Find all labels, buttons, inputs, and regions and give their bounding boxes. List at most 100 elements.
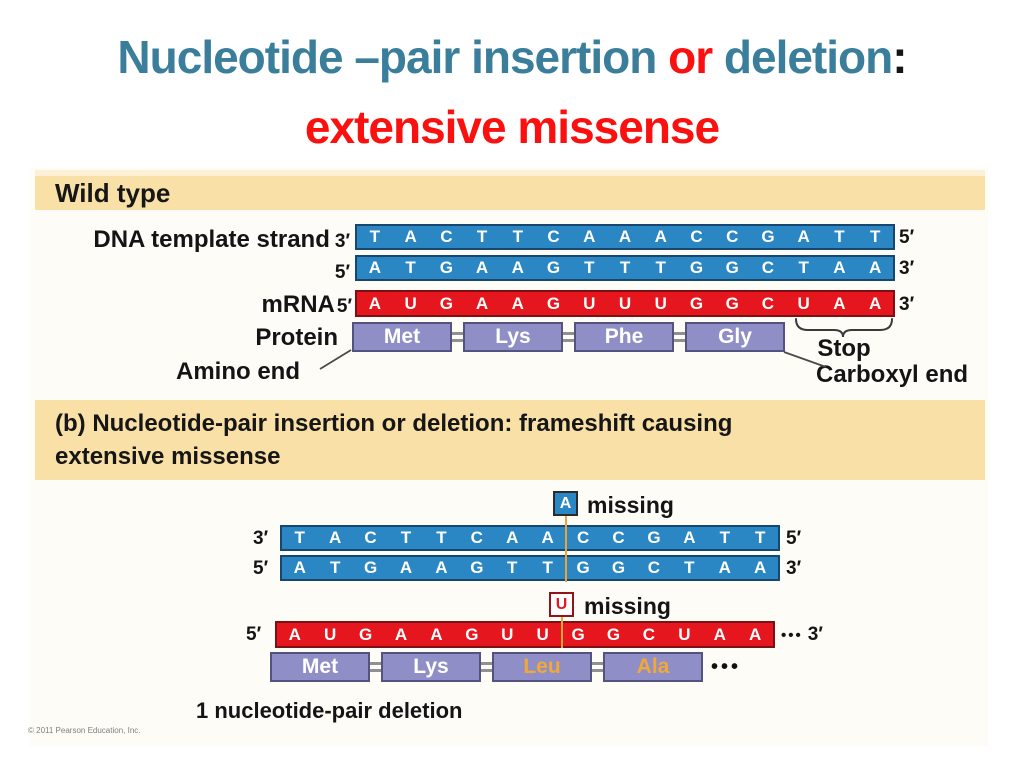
amino-acid-gly: Gly xyxy=(685,322,785,352)
mrna-left-end-label: 5′ xyxy=(336,296,352,317)
nucleotide-letter: A xyxy=(833,258,846,277)
nucleotide-letter: A xyxy=(833,293,846,313)
nucleotide-letter: U xyxy=(404,293,417,313)
amino-acid-met: Met xyxy=(352,322,452,352)
nucleotide-letter: G xyxy=(725,293,739,313)
strand1-left-end-label: 3′ xyxy=(334,231,350,252)
nucleotide-letter: T xyxy=(798,258,809,277)
title-segment: Nucleotide –pair insertion xyxy=(117,31,669,83)
amino-acid-lys: Lys xyxy=(463,322,563,352)
nucleotide-letter: G xyxy=(725,258,739,277)
nucleotide-letter: G xyxy=(606,624,621,644)
nucleotide-letter: A xyxy=(475,258,489,277)
amino-acid-ala: Ala xyxy=(603,652,703,682)
amino-acid-phe: Phe xyxy=(574,322,674,352)
nucleotide-letter: T xyxy=(655,258,666,277)
b-mrna-right-end-label: 3′ xyxy=(807,624,823,645)
deletion-caption: 1 nucleotide-pair deletion xyxy=(196,698,463,723)
strand2-right-end-label: 3′ xyxy=(899,258,915,279)
nucleotide-letter: G xyxy=(689,258,704,277)
nucleotide-letter: G xyxy=(358,624,373,644)
nucleotide-letter: A xyxy=(713,624,726,644)
nucleotide-letter: T xyxy=(405,258,416,277)
strand1-right-end-label: 5′ xyxy=(899,227,915,248)
nucleotide-letter: A xyxy=(869,293,882,313)
nucleotide-letter: C xyxy=(576,528,590,547)
nucleotide-letter: G xyxy=(439,293,453,313)
nucleotide-letter: A xyxy=(654,227,667,246)
nucleotide-letter: A xyxy=(394,624,408,644)
nucleotide-letter: T xyxy=(719,528,730,547)
nucleotide-letter: T xyxy=(619,258,631,277)
nucleotide-letter: A xyxy=(475,293,489,313)
wildtype-protein-chain: Met Lys Phe Gly xyxy=(352,322,785,352)
nucleotide-letter: A xyxy=(754,558,767,577)
nucleotide-letter: G xyxy=(611,558,626,577)
nucleotide-letter: T xyxy=(400,528,412,547)
peptide-bond-connector xyxy=(563,332,574,342)
nucleotide-letter: C xyxy=(440,227,453,246)
nucleotide-letter: G xyxy=(689,293,704,313)
stop-codon-label: Stop xyxy=(817,335,871,362)
nucleotide-letter: G xyxy=(470,558,484,577)
peptide-bond-connector xyxy=(452,332,463,342)
nucleotide-letter: T xyxy=(755,528,766,547)
b-strand1-right-end-label: 5′ xyxy=(786,528,802,549)
nucleotide-letter: G xyxy=(465,624,479,644)
nucleotide-letter: A xyxy=(368,293,381,313)
nucleotide-letter: C xyxy=(547,227,560,246)
nucleotide-letter: C xyxy=(364,528,377,547)
amino-acid-met: Met xyxy=(270,652,370,682)
nucleotide-letter: C xyxy=(761,258,775,277)
missing-a-label: missing xyxy=(587,492,674,518)
nucleotide-letter: A xyxy=(718,558,731,577)
nucleotide-letter: A xyxy=(797,227,810,246)
nucleotide-letter: C xyxy=(690,227,703,246)
dna-template-strand-text: DNA template strand xyxy=(93,226,330,253)
strand2-left-end-label: 5′ xyxy=(334,262,350,283)
nucleotide-letter: G xyxy=(546,293,561,313)
nucleotide-letter: C xyxy=(470,528,483,547)
nucleotide-letter: U xyxy=(323,624,337,644)
nucleotide-letter: G xyxy=(363,558,378,577)
nucleotide-letter: U xyxy=(797,293,810,313)
nucleotide-letter: T xyxy=(834,227,845,246)
nucleotide-letter: C xyxy=(726,227,739,246)
deletion-site-line-mrna xyxy=(561,617,563,648)
nucleotide-letter: T xyxy=(294,528,305,547)
nucleotide-letter: C xyxy=(642,624,656,644)
nucleotide-letter: C xyxy=(761,293,775,313)
nucleotide-letter: G xyxy=(647,528,661,547)
nucleotide-letter: G xyxy=(546,258,561,277)
nucleotide-letter: A xyxy=(511,258,524,277)
missing-nucleotide-u-box: U xyxy=(549,592,574,617)
nucleotide-letter: C xyxy=(647,558,661,577)
nucleotide-letter: G xyxy=(439,258,453,277)
copyright-notice: © 2011 Pearson Education, Inc. xyxy=(28,726,141,735)
nucleotide-letter: U xyxy=(618,293,632,313)
nucleotide-letter: A xyxy=(368,258,381,277)
amino-end-label: Amino end xyxy=(176,358,300,385)
missing-nucleotide-a-box: A xyxy=(553,491,578,516)
nucleotide-letter: G xyxy=(571,624,585,644)
b-strand2-left-end-label: 5′ xyxy=(253,558,269,579)
amino-acid-lys: Lys xyxy=(381,652,481,682)
panel-b-header-line2: extensive missense xyxy=(55,443,281,470)
peptide-bond-connector xyxy=(674,332,685,342)
slide-title-line2: extensive missense xyxy=(304,101,720,153)
deletion-site-line-dna xyxy=(565,516,567,582)
nucleotide-letter: T xyxy=(869,227,881,246)
peptide-bond-connector xyxy=(370,662,381,672)
nucleotide-letter: A xyxy=(749,624,762,644)
nucleotide-letter: A xyxy=(288,624,301,644)
amino-acid-leu: Leu xyxy=(492,652,592,682)
nucleotide-letter: A xyxy=(618,227,632,246)
nucleotide-letter: A xyxy=(430,624,443,644)
nucleotide-letter: A xyxy=(511,293,524,313)
